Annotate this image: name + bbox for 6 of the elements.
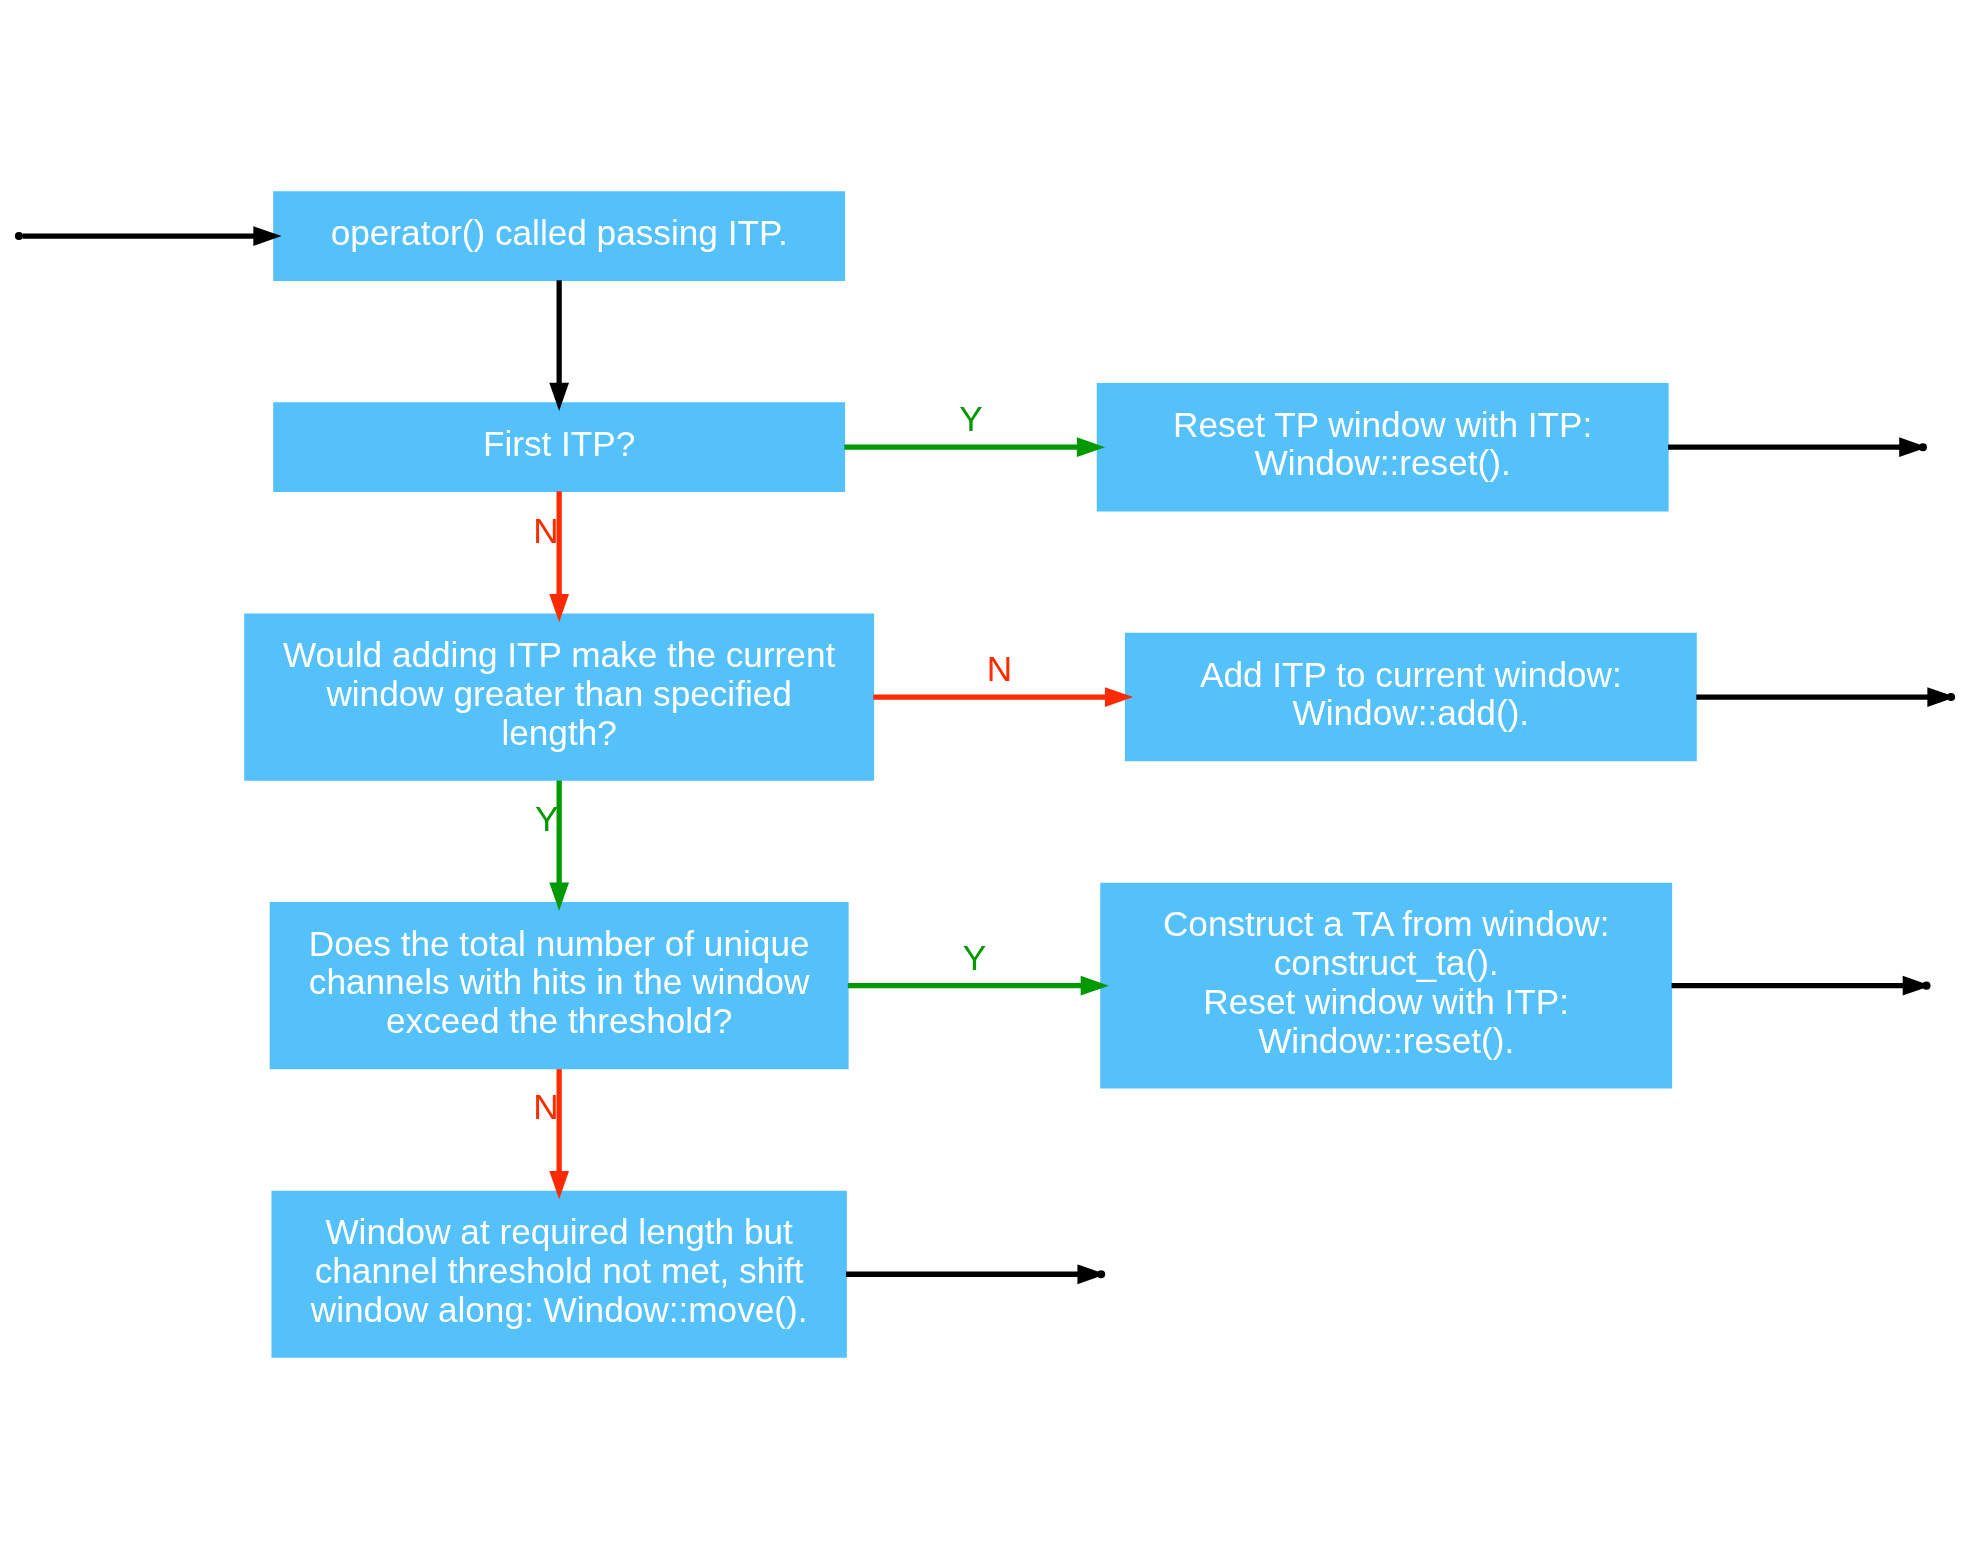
edge-label: N: [533, 510, 559, 550]
edge-label: N: [986, 649, 1013, 689]
edge-label: Y: [962, 937, 987, 977]
edge-label: N: [533, 1087, 559, 1127]
edge-label: Y: [535, 798, 559, 838]
edge-label: Y: [959, 399, 983, 439]
